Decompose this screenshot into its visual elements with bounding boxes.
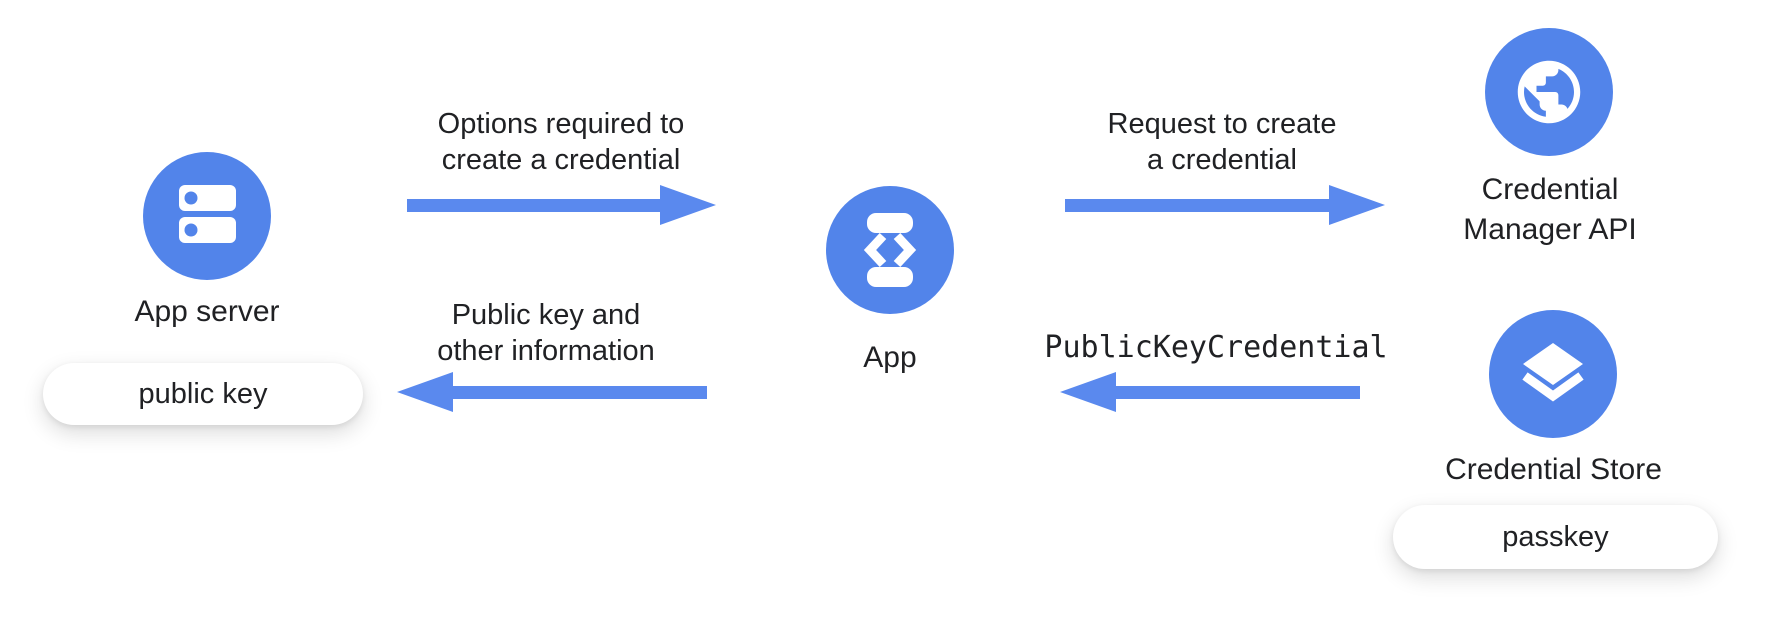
options-arrow-shaft bbox=[407, 198, 660, 212]
public-key-info-arrow-label: Public key and other information bbox=[396, 297, 696, 369]
public-key-info-arrow-left bbox=[397, 372, 707, 412]
phone-code-icon bbox=[863, 213, 917, 287]
credential-manager-api-label-line1: Credential bbox=[1481, 173, 1619, 206]
credential-manager-api-node bbox=[1485, 28, 1613, 156]
request-arrow-label-line1: Request to create bbox=[1107, 108, 1337, 140]
public-key-info-label-line1: Public key and bbox=[451, 299, 641, 331]
globe-icon bbox=[1517, 60, 1581, 124]
public-key-info-label-line2: other information bbox=[437, 335, 655, 367]
passkey-pill: passkey bbox=[1393, 505, 1718, 569]
public-key-credential-arrow-label: PublicKeyCredential bbox=[1044, 330, 1388, 365]
request-arrow-label-line2: a credential bbox=[1147, 144, 1297, 176]
server-icon bbox=[179, 185, 236, 243]
public-key-credential-arrow-left bbox=[1060, 372, 1360, 412]
options-arrow-label-line2: create a credential bbox=[441, 144, 681, 176]
passkey-pill-label: passkey bbox=[1502, 520, 1609, 553]
credential-store-node bbox=[1489, 310, 1617, 438]
request-arrow-right bbox=[1065, 185, 1385, 225]
public-key-info-arrow-head-icon bbox=[397, 372, 453, 412]
app-server-label: App server bbox=[134, 295, 280, 328]
public-key-credential-arrow-head-icon bbox=[1060, 372, 1116, 412]
public-key-pill-label: public key bbox=[138, 377, 268, 410]
app-server-node bbox=[143, 152, 271, 280]
credential-store-label: Credential Store bbox=[1445, 453, 1662, 486]
credential-manager-api-label-line2: Manager API bbox=[1463, 213, 1637, 246]
public-key-pill: public key bbox=[43, 363, 363, 425]
app-label: App bbox=[863, 341, 917, 374]
options-arrow-head-icon bbox=[660, 185, 716, 225]
options-arrow-label: Options required to create a credential bbox=[411, 106, 711, 178]
public-key-info-arrow-shaft bbox=[453, 385, 707, 399]
request-arrow-head-icon bbox=[1329, 185, 1385, 225]
request-arrow-label: Request to create a credential bbox=[1072, 106, 1372, 178]
request-arrow-shaft bbox=[1065, 198, 1329, 212]
public-key-credential-arrow-shaft bbox=[1116, 385, 1360, 399]
layers-icon bbox=[1522, 343, 1584, 402]
app-node bbox=[826, 186, 954, 314]
credential-manager-api-label: Credential Manager API bbox=[1397, 170, 1703, 250]
options-arrow-right bbox=[407, 185, 716, 225]
options-arrow-label-line1: Options required to bbox=[437, 108, 685, 140]
